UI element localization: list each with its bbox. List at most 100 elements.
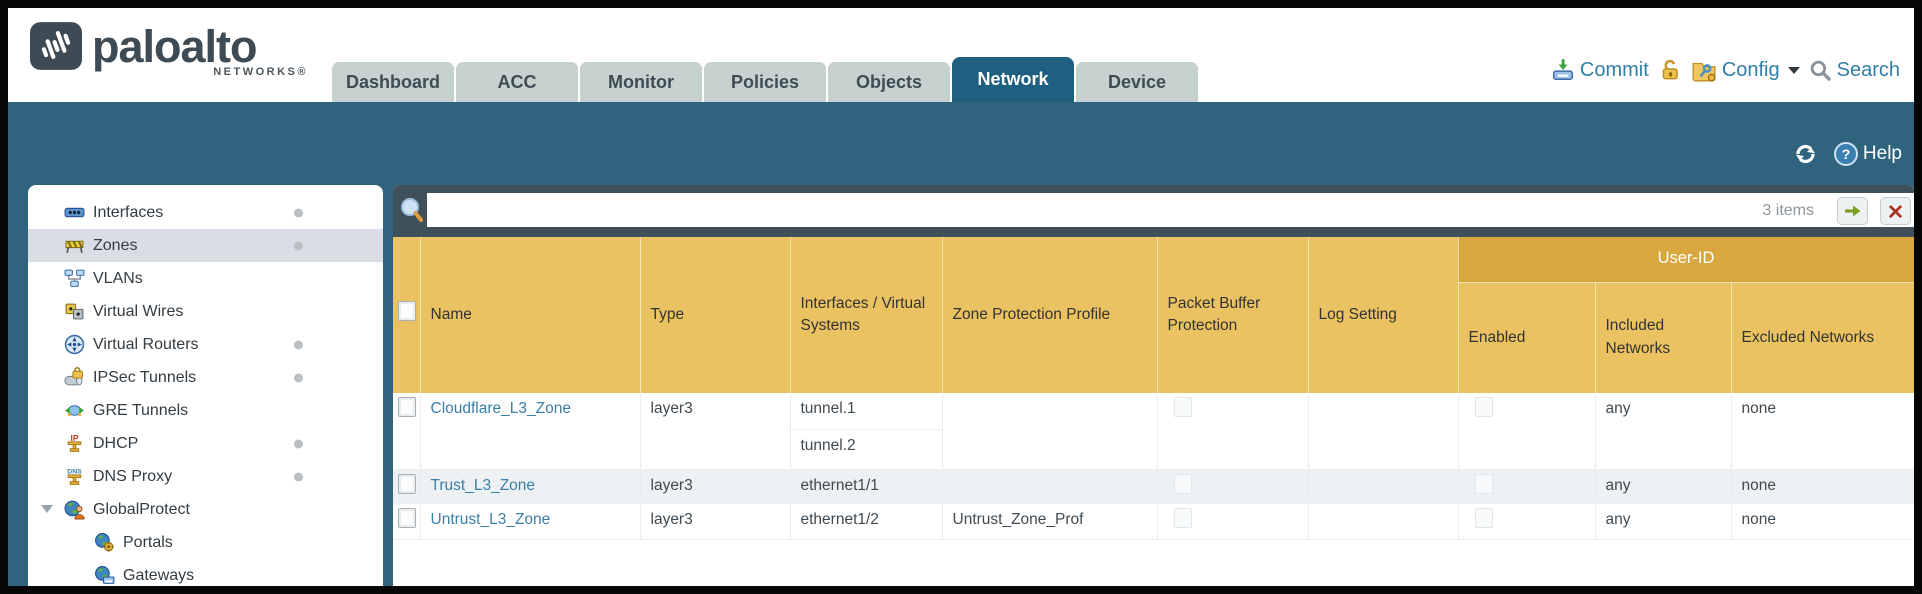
sidebar-item-label: GlobalProtect [93,500,190,518]
column-header-name[interactable]: Name [420,237,641,393]
portals-icon [95,533,114,552]
column-header-zone-protection[interactable]: Zone Protection Profile [942,237,1158,393]
packet-buffer-checkbox[interactable] [1173,397,1192,417]
tab-objects[interactable]: Objects [828,62,950,102]
status-dot [294,208,303,217]
sidebar-item-ipsec-tunnels[interactable]: IPSec Tunnels [28,361,383,394]
log-setting-cell [1308,503,1459,540]
sidebar-item-gre-tunnels[interactable]: GRE Tunnels [28,394,383,427]
gateways-icon [95,566,115,584]
commit-button[interactable]: Commit [1551,58,1649,82]
virtual-wires-icon [65,303,84,320]
sidebar-item-label: GRE Tunnels [93,401,189,419]
network-sidebar: Interfaces Zones [28,185,383,586]
sidebar-item-label: DHCP [93,434,139,452]
commit-icon [1552,59,1573,81]
tab-monitor[interactable]: Monitor [580,62,702,102]
global-search-button[interactable]: Search [1809,59,1900,82]
row-select-cell [393,469,421,504]
packet-buffer-checkbox[interactable] [1173,507,1192,528]
table-row[interactable]: tunnel.2 [393,429,1914,470]
row-checkbox[interactable] [398,473,416,494]
log-setting-cell [1308,469,1459,504]
search-icon [1810,60,1831,81]
user-id-enabled-checkbox[interactable] [1474,473,1493,494]
sidebar-item-dhcp[interactable]: IP DHCP [28,427,383,460]
column-header-packet-buffer[interactable]: Packet Buffer Protection [1157,237,1309,393]
column-header-included-networks[interactable]: Included Networks [1595,282,1732,393]
table-row[interactable]: Cloudflare_L3_Zone layer3 tunnel.1 any n… [393,393,1914,470]
sidebar-item-label: Gateways [123,566,195,584]
zone-type-cell: layer3 [640,393,791,470]
column-header-interfaces[interactable]: Interfaces / Virtual Systems [790,237,943,393]
packet-buffer-cell [1157,503,1309,540]
zone-name-cell: Cloudflare_L3_Zone [420,393,641,470]
zone-protection-cell: Untrust_Zone_Prof [942,503,1158,540]
tab-acc[interactable]: ACC [456,62,578,102]
sidebar-item-gateways[interactable]: Gateways [28,559,383,586]
gre-tunnels-icon [65,405,84,417]
zone-name-link[interactable]: Trust_L3_Zone [430,476,536,494]
column-header-enabled[interactable]: Enabled [1458,282,1596,393]
page-toolbar: ? Help [1792,141,1902,167]
virtual-routers-icon [64,334,85,355]
config-label: Config [1721,58,1780,81]
packet-buffer-cell [1157,469,1309,504]
user-id-enabled-checkbox[interactable] [1474,397,1493,417]
tab-dashboard[interactable]: Dashboard [332,62,454,102]
packet-buffer-checkbox[interactable] [1173,473,1192,494]
sidebar-item-interfaces[interactable]: Interfaces [28,196,383,229]
red-x-icon [1888,204,1903,218]
column-header-type[interactable]: Type [640,237,791,393]
config-menu-button[interactable]: Config [1691,58,1800,82]
sidebar-item-dns-proxy[interactable]: DNS DNS Proxy [28,460,383,493]
zone-name-link[interactable]: Untrust_L3_Zone [430,510,551,528]
sidebar-item-label: VLANs [93,269,143,287]
dns-proxy-icon: DNS [67,468,82,485]
apply-filter-button[interactable] [1837,197,1868,225]
sidebar-item-virtual-routers[interactable]: Virtual Routers [28,328,383,361]
tab-policies[interactable]: Policies [704,62,826,102]
table-row[interactable]: Untrust_L3_Zone layer3 ethernet1/2 Untru… [393,503,1914,540]
sidebar-item-globalprotect[interactable]: GlobalProtect [28,493,383,526]
zone-interface-cell: ethernet1/1 [790,469,943,504]
included-networks-cell: any [1595,393,1732,470]
zone-name-link[interactable]: Cloudflare_L3_Zone [430,400,571,417]
svg-text:?: ? [1842,146,1851,162]
unlock-icon[interactable] [1658,58,1682,82]
sidebar-item-zones[interactable]: Zones [28,229,383,262]
sidebar-item-label: Virtual Wires [93,302,184,320]
row-checkbox[interactable] [398,397,416,417]
paloalto-logo-icon [30,22,82,70]
user-id-enabled-checkbox[interactable] [1474,507,1493,528]
tab-network[interactable]: Network [952,57,1074,102]
expand-triangle-icon[interactable] [41,505,53,513]
table-row[interactable]: Trust_L3_Zone layer3 ethernet1/1 any non… [393,469,1914,504]
ipsec-tunnels-icon [64,367,83,386]
sidebar-item-virtual-wires[interactable]: Virtual Wires [28,295,383,328]
globalprotect-icon [64,500,85,520]
tab-device[interactable]: Device [1076,62,1198,102]
select-all-checkbox[interactable] [398,301,416,322]
zone-interface-cell: tunnel.2 [790,429,943,470]
items-count-label: 3 items [1762,202,1814,219]
config-icon [1692,62,1716,82]
status-dot [294,373,303,382]
zone-name-cell: Untrust_L3_Zone [420,503,641,540]
clear-filter-button[interactable] [1880,197,1911,225]
included-networks-cell: any [1595,503,1732,540]
main-tabs: Dashboard ACC Monitor Policies Objects N… [332,57,1198,102]
refresh-icon[interactable] [1792,141,1819,167]
column-header-log-setting[interactable]: Log Setting [1308,237,1459,393]
filter-input[interactable] [427,193,1914,227]
sidebar-item-portals[interactable]: Portals [28,526,383,559]
select-all-header [393,237,421,393]
row-checkbox[interactable] [398,507,416,528]
column-header-excluded-networks[interactable]: Excluded Networks [1731,282,1914,393]
help-button[interactable]: ? Help [1833,141,1902,167]
zones-icon [65,240,84,254]
dhcp-icon: IP [67,433,82,452]
user-id-enabled-cell [1458,503,1596,540]
sidebar-item-vlans[interactable]: VLANs [28,262,383,295]
